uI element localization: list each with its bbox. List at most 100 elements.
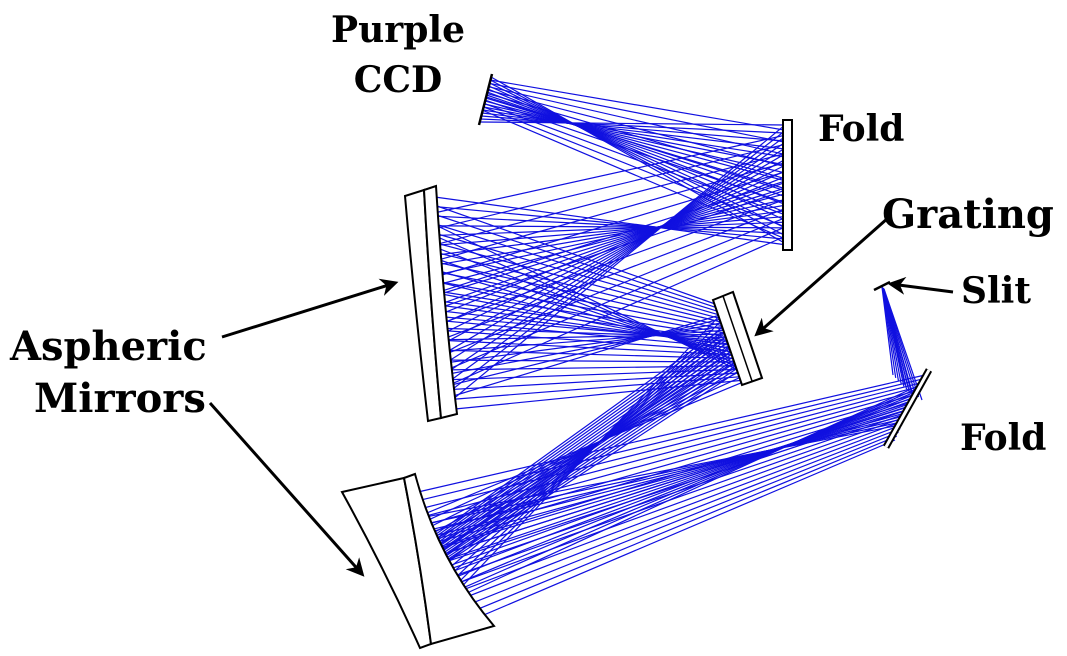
ray-segment bbox=[430, 291, 734, 350]
ray-segment bbox=[488, 86, 786, 156]
grating bbox=[711, 290, 764, 387]
ray-segment bbox=[486, 92, 786, 180]
ccd-detector bbox=[477, 73, 494, 126]
ray-segment bbox=[412, 368, 745, 536]
ray-segment bbox=[438, 130, 786, 401]
ray-segment bbox=[437, 349, 738, 360]
ray-segment bbox=[424, 439, 896, 641]
arrow-aspheric-lower bbox=[208, 402, 365, 577]
label-ccd: CCD bbox=[354, 59, 443, 101]
ray-segment bbox=[420, 204, 787, 240]
ray-segment bbox=[423, 435, 897, 633]
ray-segment bbox=[406, 378, 924, 505]
ray-segment bbox=[489, 82, 788, 230]
ray-segment bbox=[883, 288, 923, 401]
ray-segment bbox=[484, 100, 787, 182]
label-mirrors: Mirrors bbox=[34, 375, 206, 422]
ray-segment bbox=[429, 279, 735, 354]
ray-segment bbox=[481, 115, 785, 142]
ray-segment bbox=[438, 318, 722, 389]
ray-segment bbox=[882, 287, 913, 392]
ray-segment bbox=[489, 79, 789, 238]
aspheric-mirror-upper bbox=[403, 184, 459, 423]
ray-segment bbox=[436, 225, 789, 375]
ray-segment bbox=[414, 363, 743, 544]
ray-segment bbox=[432, 170, 787, 329]
label-aspheric: Aspheric bbox=[9, 323, 207, 370]
ray-segment bbox=[427, 152, 787, 248]
ray-segment bbox=[423, 396, 915, 583]
ray-segment bbox=[434, 207, 788, 343]
ray-segment bbox=[417, 352, 740, 559]
ray-segment bbox=[436, 141, 786, 380]
ray-segment bbox=[422, 399, 913, 576]
ray-segment bbox=[415, 357, 742, 552]
ray-segment bbox=[484, 103, 786, 174]
ray-segment bbox=[400, 332, 722, 562]
ray-segment bbox=[429, 384, 921, 611]
ray-segment bbox=[443, 375, 744, 401]
ray-segment bbox=[484, 99, 787, 204]
ray-segment bbox=[435, 216, 788, 359]
ray-segment bbox=[482, 106, 788, 229]
ray-segment bbox=[409, 379, 749, 521]
ray-segment bbox=[441, 368, 742, 381]
ray-segment bbox=[882, 288, 916, 395]
label-slit: Slit bbox=[961, 270, 1031, 312]
ray-segment bbox=[428, 387, 919, 604]
ray-segment bbox=[421, 336, 735, 583]
ray-segment bbox=[416, 412, 908, 581]
arrow-slit bbox=[887, 276, 954, 295]
ray-segment bbox=[482, 109, 786, 158]
ray-segment bbox=[420, 402, 911, 570]
ray-segment bbox=[486, 94, 787, 198]
ray-segment bbox=[439, 314, 721, 401]
ray-segment bbox=[411, 397, 915, 547]
fold-mirror-bottom bbox=[882, 368, 933, 449]
ray-segment bbox=[426, 143, 787, 232]
ray-segment bbox=[415, 412, 907, 549]
ray-segment bbox=[432, 315, 731, 343]
ray-segment bbox=[429, 170, 787, 280]
ray-segment bbox=[404, 374, 926, 496]
ray-segment bbox=[436, 325, 725, 365]
ray-segment bbox=[423, 331, 733, 590]
ray-segment bbox=[483, 102, 788, 217]
ray-segment bbox=[421, 427, 901, 615]
ray-segment bbox=[424, 219, 743, 373]
arrow-grating bbox=[754, 216, 889, 337]
ray-segment bbox=[420, 424, 903, 607]
ray-segment bbox=[431, 303, 732, 346]
ray-segment bbox=[424, 215, 787, 247]
ray-segment bbox=[428, 192, 787, 288]
ray-segment bbox=[419, 194, 788, 246]
ray-segment bbox=[431, 188, 788, 312]
ray-segment bbox=[422, 225, 787, 229]
ray-segment bbox=[435, 329, 726, 353]
ray-segment bbox=[426, 204, 787, 268]
ray-segment bbox=[881, 287, 909, 389]
ray-segment bbox=[428, 314, 728, 613]
ray-segment bbox=[425, 393, 916, 590]
ray-segment bbox=[422, 431, 899, 624]
ray-segment bbox=[433, 198, 788, 327]
fold-mirror-top bbox=[782, 119, 793, 251]
ray-segment bbox=[881, 286, 906, 386]
label-fold-bottom: Fold bbox=[960, 417, 1046, 459]
ray-segment bbox=[487, 88, 788, 214]
aspheric-mirror-lower bbox=[340, 472, 496, 650]
ray-segment bbox=[434, 158, 786, 350]
ray-segment bbox=[425, 210, 787, 258]
ray-segment bbox=[437, 322, 724, 377]
ray-segment bbox=[418, 420, 905, 598]
ray-segment bbox=[487, 89, 786, 168]
ray-segment bbox=[433, 327, 729, 339]
ray-segment bbox=[488, 82, 785, 143]
ray-segment bbox=[426, 390, 918, 597]
ray-segment bbox=[435, 147, 786, 370]
ray-segment bbox=[428, 161, 787, 264]
ray-segment bbox=[415, 361, 737, 577]
slit bbox=[873, 280, 891, 292]
ray-segment bbox=[442, 372, 743, 391]
